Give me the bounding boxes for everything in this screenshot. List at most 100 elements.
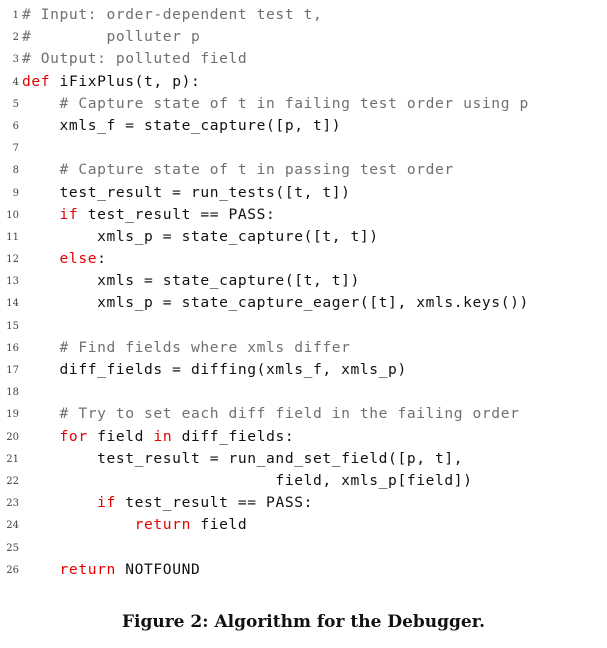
code-line: 18 [0,381,607,403]
comment-token: # polluter p [22,28,201,46]
line-number: 22 [6,475,19,487]
code-token [22,561,60,578]
code-token: xmls_p = state_capture_eager([t], xmls.k… [22,294,529,312]
line-number: 11 [6,231,19,243]
code-text: # Capture state of t in failing test ord… [22,93,529,115]
line-number: 16 [6,342,19,354]
code-text: # Capture state of t in passing test ord… [22,159,454,181]
code-token [22,516,135,533]
comment-token: # Capture state of t in failing test ord… [59,94,529,112]
keyword-token: def [22,72,51,90]
code-text: xmls_p = state_capture([t, t]) [22,226,379,248]
line-number: 19 [6,409,19,421]
line-number: 21 [6,453,19,465]
code-text: xmls_p = state_capture_eager([t], xmls.k… [22,292,529,314]
figure-caption: Figure 2: Algorithm for the Debugger. [121,612,486,632]
comment-token: # Output: polluted field [22,50,248,68]
line-number: 15 [6,320,19,332]
code-line: 12 else: [0,248,607,270]
code-text: # polluter p [22,26,200,48]
code-line: 5 # Capture state of t in failing test o… [0,93,607,115]
code-token: field, xmls_p[field]) [22,471,473,489]
keyword-token: else [59,250,98,268]
code-text: for field in diff_fields: [22,426,294,448]
code-token: diff_fields = diffing(xmls_f, xmls_p) [22,361,407,378]
code-line: 16 # Find fields where xmls differ [0,337,607,359]
line-number: 23 [6,498,19,510]
keyword-token: if [59,205,79,223]
comment-token: # Capture state of t in passing test ord… [59,161,454,179]
code-line: 20 for field in diff_fields: [0,426,607,448]
code-line: 3# Output: polluted field [0,48,607,70]
line-number: 6 [12,120,19,132]
line-number: 26 [6,564,19,576]
line-number: 4 [12,76,19,88]
code-text: field, xmls_p[field]) [22,470,473,492]
line-number: 8 [12,165,19,177]
code-line: 9 test_result = run_tests([t, t]) [0,182,607,204]
code-text: # Input: order-dependent test t, [22,4,322,26]
code-line: 8 # Capture state of t in passing test o… [0,159,607,181]
code-token [22,428,60,445]
code-text: # Try to set each diff field in the fail… [22,403,519,425]
code-token [22,250,60,267]
line-number: 9 [12,187,19,199]
keyword-token: return [59,560,116,578]
code-text: if test_result == PASS: [22,492,313,514]
code-token: field [190,516,248,534]
code-token: test_result == PASS: [78,205,276,223]
code-token: NOTFOUND [115,560,201,578]
keyword-token: in [153,427,173,445]
code-token [22,494,97,511]
comment-token: # Try to set each diff field in the fail… [59,405,520,423]
code-token [22,405,60,422]
code-token: xmls = state_capture([t, t]) [22,272,360,290]
code-token: xmls_f = state_capture([p, t]) [22,116,342,134]
line-number: 25 [6,542,19,554]
keyword-token: if [97,494,116,512]
line-number: 12 [6,254,19,266]
keyword-token: return [134,516,191,534]
code-line: 22 field, xmls_p[field]) [0,470,607,492]
code-text: # Output: polluted field [22,48,247,70]
line-number: 14 [6,298,19,310]
line-number: 5 [12,98,19,110]
code-line: 26 return NOTFOUND [0,559,607,581]
code-line: 24 return field [0,514,607,536]
comment-token: # Find fields where xmls differ [59,338,351,356]
code-text: test_result = run_and_set_field([p, t], [22,448,463,470]
keyword-token: for [59,427,88,445]
line-number: 3 [12,54,19,66]
code-text: def iFixPlus(t, p): [22,71,200,93]
code-text: xmls = state_capture([t, t]) [22,270,360,292]
code-line: 6 xmls_f = state_capture([p, t]) [0,115,607,137]
code-token [22,161,60,178]
code-listing: 1# Input: order-dependent test t,2# poll… [0,4,607,581]
code-token: field [87,427,154,445]
line-number: 1 [12,10,19,21]
code-token [22,206,60,223]
code-line: 14 xmls_p = state_capture_eager([t], xml… [0,292,607,314]
code-line: 25 [0,537,607,559]
code-line: 13 xmls = state_capture([t, t]) [0,270,607,292]
code-text: if test_result == PASS: [22,204,275,226]
code-token [22,339,60,356]
code-token: diff_fields: [172,427,295,445]
code-line: 1# Input: order-dependent test t, [0,4,607,26]
line-number: 7 [12,143,19,155]
code-line: 17 diff_fields = diffing(xmls_f, xmls_p) [0,359,607,381]
line-number: 24 [6,520,19,532]
code-text: xmls_f = state_capture([p, t]) [22,115,341,137]
code-line: 23 if test_result == PASS: [0,492,607,514]
code-text: test_result = run_tests([t, t]) [22,182,351,204]
code-token [22,95,60,112]
code-line: 11 xmls_p = state_capture([t, t]) [0,226,607,248]
code-line: 15 [0,315,607,337]
line-number: 2 [12,32,19,44]
code-line: 7 [0,137,607,159]
line-number: 17 [6,365,19,376]
code-line: 10 if test_result == PASS: [0,204,607,226]
code-token: : [97,250,107,268]
code-text: else: [22,248,106,270]
